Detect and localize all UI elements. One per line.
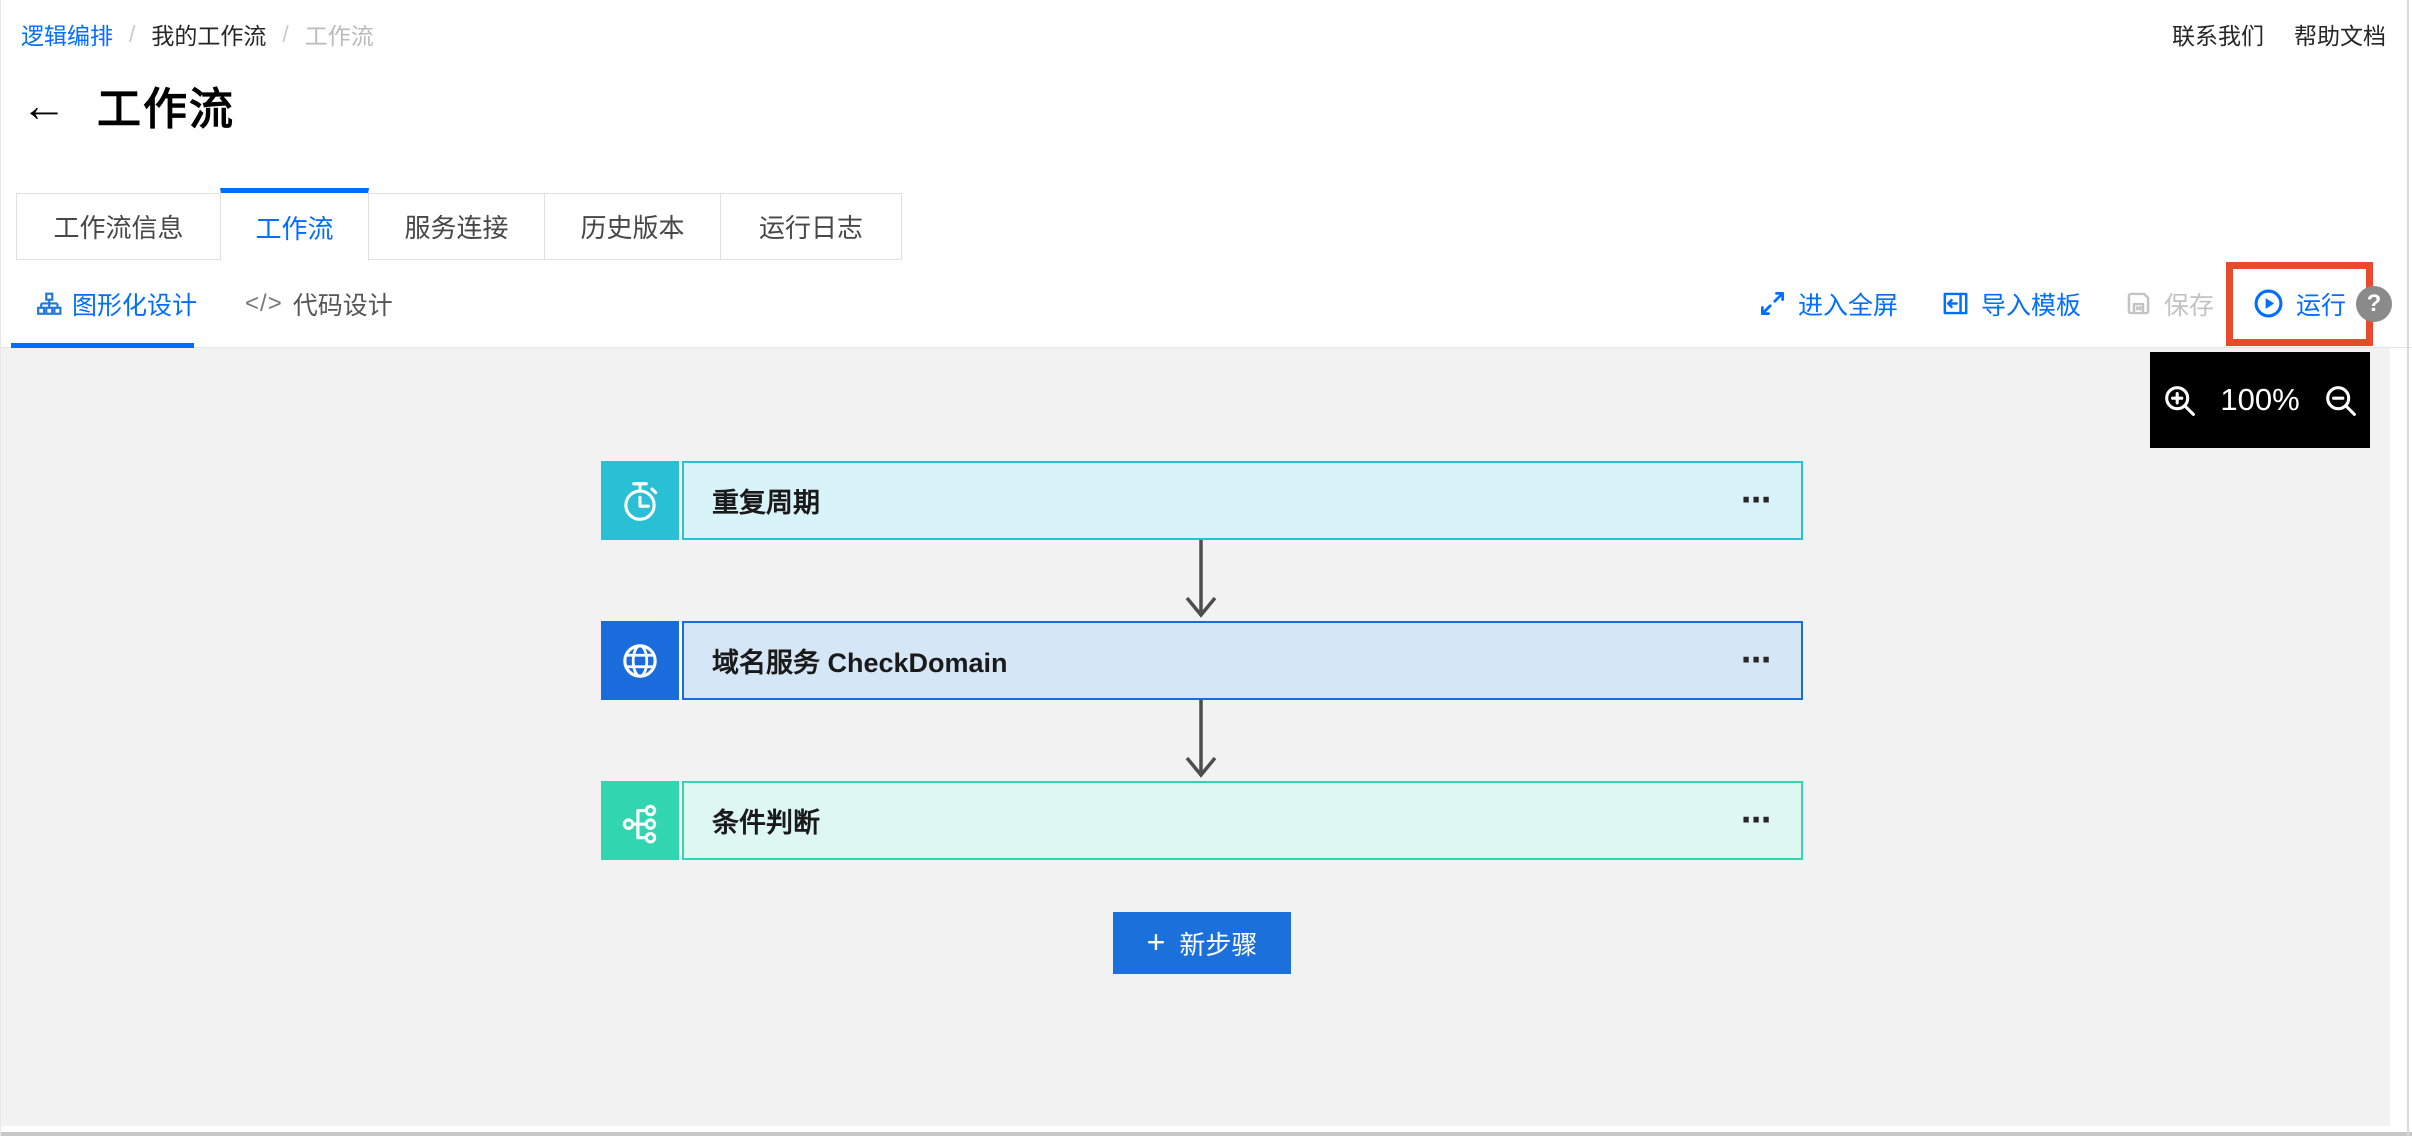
timer-icon [601, 461, 679, 540]
code-icon: </> [245, 289, 283, 317]
plus-icon: + [1146, 923, 1166, 960]
tab-code-design[interactable]: </> 代码设计 [245, 286, 393, 322]
code-design-label: 代码设计 [292, 291, 393, 320]
save-icon [2125, 290, 2152, 317]
title-row: ← 工作流 [1, 60, 2412, 150]
node-more-menu[interactable]: ⋯ [1741, 643, 1771, 677]
node-body: 域名服务 CheckDomain ⋯ [682, 621, 1803, 700]
window-right-border [2407, 0, 2409, 1136]
import-template-label: 导入模板 [1980, 291, 2081, 320]
main-tabs: 工作流信息 工作流 服务连接 历史版本 运行日志 [1, 188, 2412, 261]
breadcrumb-separator: / [129, 20, 136, 47]
contact-us-link[interactable]: 联系我们 [2172, 23, 2264, 49]
back-arrow-icon[interactable]: ← [21, 79, 67, 131]
zoom-out-icon[interactable] [2322, 382, 2359, 419]
breadcrumb-current: 工作流 [304, 23, 374, 49]
org-chart-icon [36, 291, 62, 317]
add-step-label: 新步骤 [1179, 929, 1258, 960]
fullscreen-icon [1759, 290, 1786, 317]
breadcrumb-row: 逻辑编排 / 我的工作流 / 工作流 联系我们 帮助文档 [1, 0, 2412, 60]
graphic-design-label: 图形化设计 [72, 291, 198, 320]
breadcrumb: 逻辑编排 / 我的工作流 / 工作流 [21, 17, 374, 51]
zoom-control: 100% [2150, 352, 2370, 448]
flow-arrow [1185, 540, 1217, 618]
breadcrumb-link-logic-orchestration[interactable]: 逻辑编排 [21, 23, 113, 49]
globe-icon [601, 621, 679, 700]
help-bubble-icon[interactable]: ? [2356, 285, 2392, 322]
workflow-canvas[interactable]: 100% 重复周期 [1, 348, 2390, 1126]
zoom-level: 100% [2220, 382, 2300, 417]
designer-mode-tabs: 图形化设计 </> 代码设计 [1, 286, 393, 322]
toolbar-actions: 进入全屏 导入模板 [1759, 261, 2412, 346]
add-step-button[interactable]: + 新步骤 [1113, 912, 1291, 974]
branch-icon [601, 781, 679, 860]
node-body: 条件判断 ⋯ [682, 781, 1803, 860]
node-more-menu[interactable]: ⋯ [1741, 803, 1771, 837]
tab-graphic-design[interactable]: 图形化设计 [36, 286, 197, 322]
run-highlight-box: 运行 [2225, 261, 2373, 346]
run-button[interactable]: 运行 [2253, 286, 2346, 322]
tab-workflow[interactable]: 工作流 [220, 188, 369, 261]
tab-workflow-info[interactable]: 工作流信息 [16, 193, 221, 260]
tab-history-versions[interactable]: 历史版本 [544, 193, 721, 260]
window-bottom-scrollbar[interactable] [1, 1126, 2412, 1136]
help-doc-link[interactable]: 帮助文档 [2294, 23, 2386, 49]
import-template-button[interactable]: 导入模板 [1942, 286, 2081, 322]
node-repeat-cycle[interactable]: 重复周期 ⋯ [601, 461, 1803, 540]
tab-service-connections[interactable]: 服务连接 [368, 193, 545, 260]
import-template-icon [1942, 290, 1969, 317]
node-body: 重复周期 ⋯ [682, 461, 1803, 540]
node-more-menu[interactable]: ⋯ [1741, 483, 1771, 517]
node-title: 重复周期 [712, 488, 820, 518]
zoom-in-icon[interactable] [2161, 382, 2198, 419]
save-label: 保存 [2163, 291, 2214, 320]
breadcrumb-link-my-workflows[interactable]: 我的工作流 [151, 23, 267, 49]
save-button[interactable]: 保存 [2125, 286, 2214, 322]
tab-run-logs[interactable]: 运行日志 [720, 193, 902, 260]
run-label: 运行 [2295, 291, 2346, 320]
node-title: 条件判断 [712, 808, 820, 838]
node-domain-service-checkdomain[interactable]: 域名服务 CheckDomain ⋯ [601, 621, 1803, 700]
node-condition[interactable]: 条件判断 ⋯ [601, 781, 1803, 860]
fullscreen-label: 进入全屏 [1797, 291, 1898, 320]
node-title: 域名服务 CheckDomain [712, 648, 1008, 678]
top-links: 联系我们 帮助文档 [2172, 17, 2386, 51]
designer-toolbar: 图形化设计 </> 代码设计 进入全屏 [1, 260, 2412, 348]
page-title: 工作流 [97, 85, 235, 134]
breadcrumb-separator: / [282, 20, 289, 47]
active-mode-underline [11, 343, 194, 348]
run-play-icon [2253, 288, 2284, 319]
fullscreen-button[interactable]: 进入全屏 [1759, 286, 1898, 322]
flow-arrow [1185, 700, 1217, 778]
